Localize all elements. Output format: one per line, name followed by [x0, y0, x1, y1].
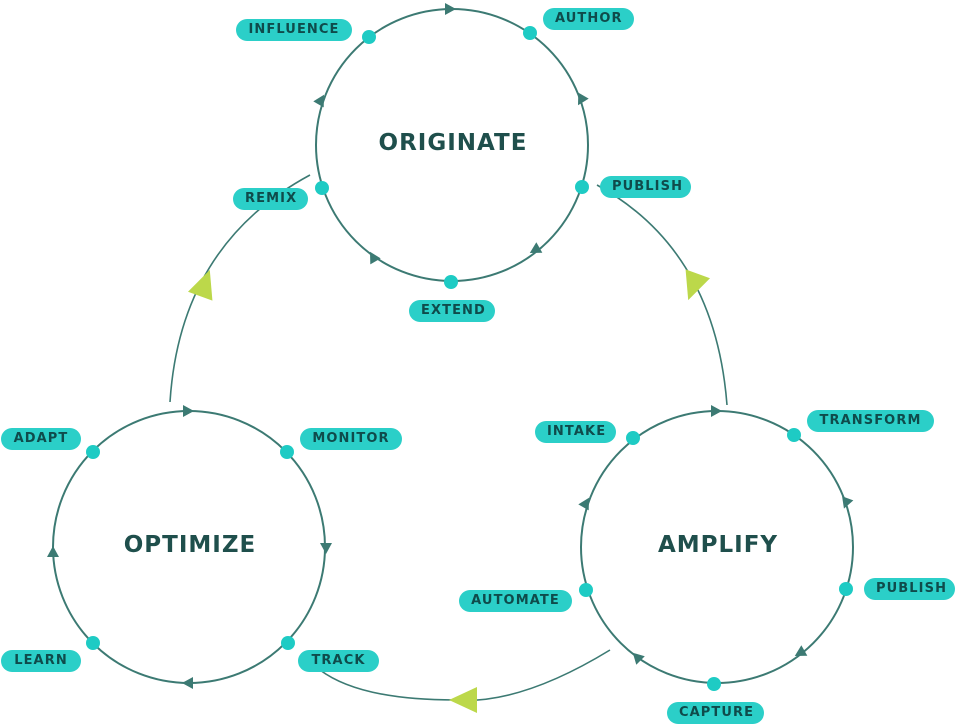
originate-stage-extend: EXTEND: [409, 300, 495, 322]
amplify-stage-dot-3: [707, 677, 721, 691]
originate-stage-publish: PUBLISH: [600, 176, 691, 198]
optimize-stage-dot-2: [281, 636, 295, 650]
amplify-stage-intake: INTAKE: [535, 421, 616, 443]
originate-stage-dot-1: [523, 26, 537, 40]
originate-direction-arrow-1: [578, 92, 589, 106]
optimize-stage-learn: LEARN: [1, 650, 81, 672]
optimize-direction-arrow-1: [320, 543, 332, 554]
optimize-stage-adapt: ADAPT: [1, 428, 81, 450]
optimize-direction-arrow-0: [183, 405, 194, 417]
optimize-title: OPTIMIZE: [123, 532, 257, 558]
optimize-stage-dot-3: [86, 636, 100, 650]
originate-direction-arrow-4: [313, 94, 324, 108]
originate-title: ORIGINATE: [378, 130, 528, 156]
originate-stage-remix: REMIX: [233, 188, 308, 210]
connector-originate-to-amplify: [596, 184, 728, 406]
optimize-stage-dot-1: [280, 445, 294, 459]
amplify-stage-dot-0: [626, 431, 640, 445]
optimize-stage-track: TRACK: [298, 650, 379, 672]
originate-stage-dot-0: [362, 30, 376, 44]
amplify-direction-arrow-2: [794, 645, 808, 656]
amplify-stage-dot-4: [579, 583, 593, 597]
amplify-stage-publish: PUBLISH: [864, 578, 955, 600]
originate-direction-arrow-0: [445, 3, 456, 15]
amplify-direction-arrow-1: [842, 496, 854, 509]
optimize-stage-dot-0: [86, 445, 100, 459]
amplify-stage-capture: CAPTURE: [667, 702, 764, 724]
amplify-direction-arrow-3: [632, 652, 645, 665]
originate-direction-arrow-3: [370, 251, 381, 265]
amplify-direction-arrow-4: [578, 497, 589, 511]
amplify-stage-automate: AUTOMATE: [459, 590, 572, 612]
amplify-stage-transform: TRANSFORM: [807, 410, 934, 432]
flow-arrow-to-optimize: [449, 687, 477, 713]
amplify-title: AMPLIFY: [657, 532, 779, 558]
originate-stage-dot-2: [575, 180, 589, 194]
originate-direction-arrow-2: [529, 242, 543, 253]
originate-stage-author: AUTHOR: [543, 8, 634, 30]
optimize-stage-monitor: MONITOR: [300, 428, 402, 450]
originate-stage-influence: INFLUENCE: [236, 19, 352, 41]
flow-arrow-to-originate: [187, 269, 213, 301]
flow-arrow-to-amplify: [685, 269, 711, 301]
optimize-direction-arrow-3: [47, 546, 59, 557]
amplify-stage-dot-2: [839, 582, 853, 596]
amplify-stage-dot-1: [787, 428, 801, 442]
originate-stage-dot-3: [444, 275, 458, 289]
optimize-direction-arrow-2: [182, 677, 193, 689]
amplify-direction-arrow-0: [711, 405, 722, 417]
originate-stage-dot-4: [315, 181, 329, 195]
